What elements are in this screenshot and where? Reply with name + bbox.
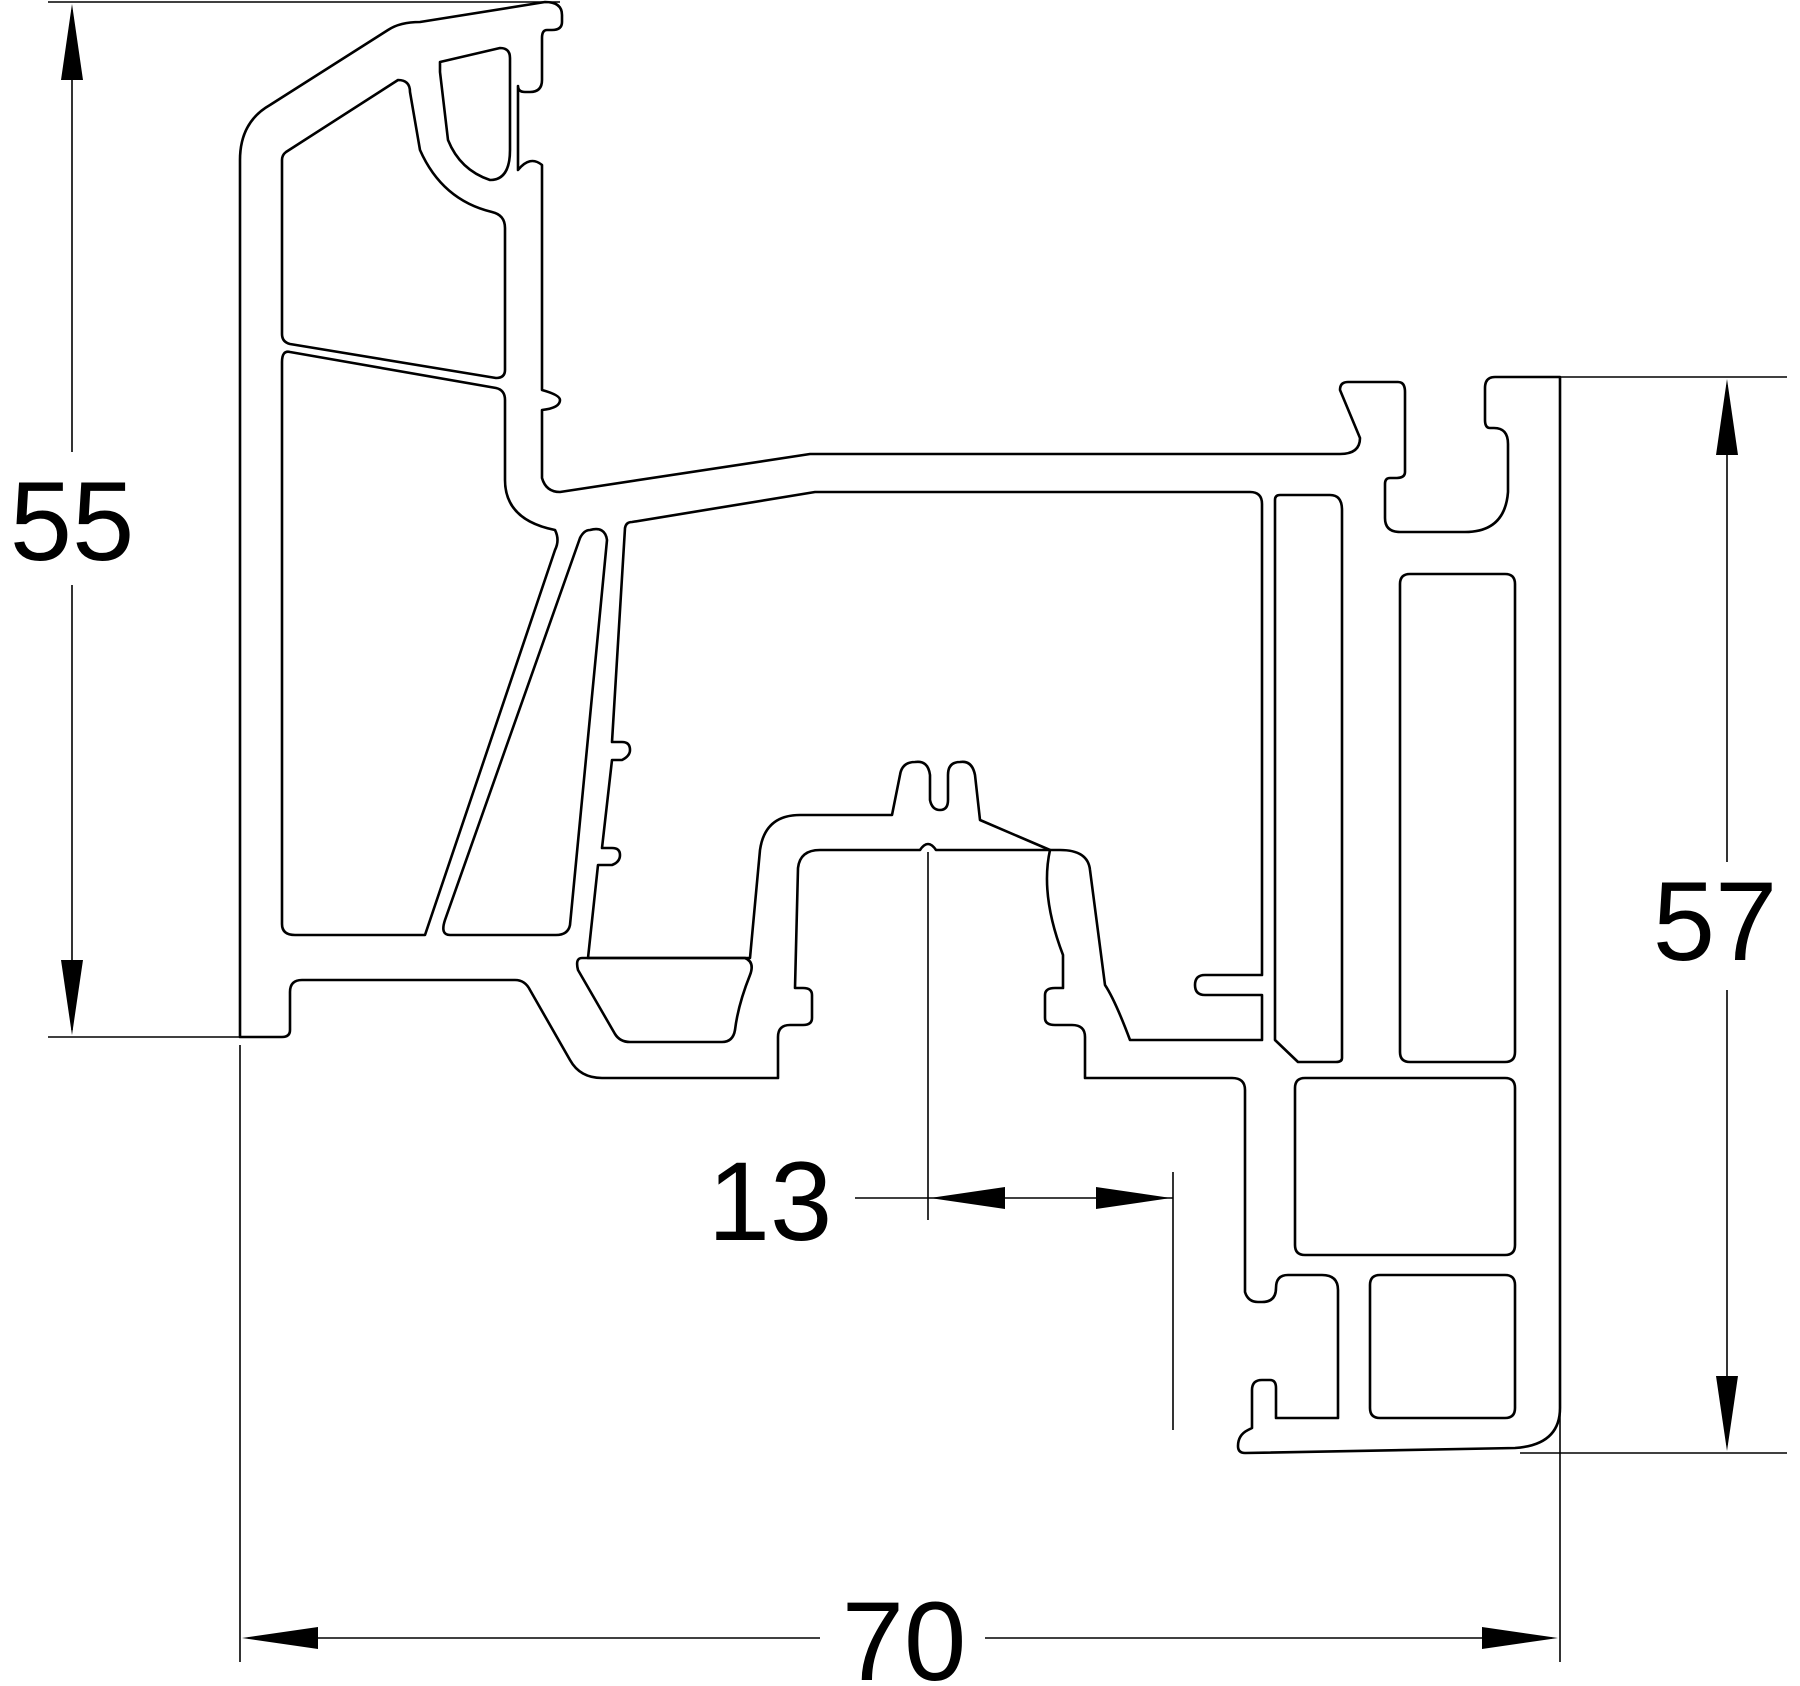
arrow-width-left <box>242 1627 318 1649</box>
arrow-right-bottom <box>1716 1376 1738 1451</box>
dimension-label-offset: 13 <box>708 1139 833 1264</box>
dimension-label-overall-width: 70 <box>842 1579 967 1686</box>
profile-chamber-right-middle <box>1293 1076 1517 1257</box>
profile-upper-hook <box>438 46 512 182</box>
dimension-overall-width: 70 <box>239 377 1561 1686</box>
dimension-offset: 13 <box>708 852 1174 1430</box>
dimension-right-height: 57 <box>1520 376 1787 1454</box>
arrow-offset-right <box>1096 1187 1171 1209</box>
arrow-left-top <box>61 4 83 80</box>
arrow-width-right <box>1482 1627 1558 1649</box>
arrow-right-top <box>1716 379 1738 455</box>
profile-chamber-right-bottom <box>1368 1273 1517 1420</box>
dimension-label-right-height: 57 <box>1653 859 1778 984</box>
profile-outer-contour <box>238 0 1562 1455</box>
profile-chamber-right-wide <box>1398 572 1517 1064</box>
profile-chamber-lower-wedge <box>575 956 753 1044</box>
profile-chamber-upper-left <box>280 78 507 380</box>
profile-chamber-left <box>280 350 559 937</box>
profile-outline <box>238 0 1562 1455</box>
profile-diagonal-rib <box>442 527 609 937</box>
dimension-left-height: 55 <box>10 1 560 1038</box>
arrow-offset-left <box>930 1187 1005 1209</box>
arrow-left-bottom <box>61 960 83 1035</box>
profile-chamber-right-narrow <box>1273 493 1344 1064</box>
profile-chamber-central <box>586 490 1264 1042</box>
dimension-label-left-height: 55 <box>10 459 135 584</box>
